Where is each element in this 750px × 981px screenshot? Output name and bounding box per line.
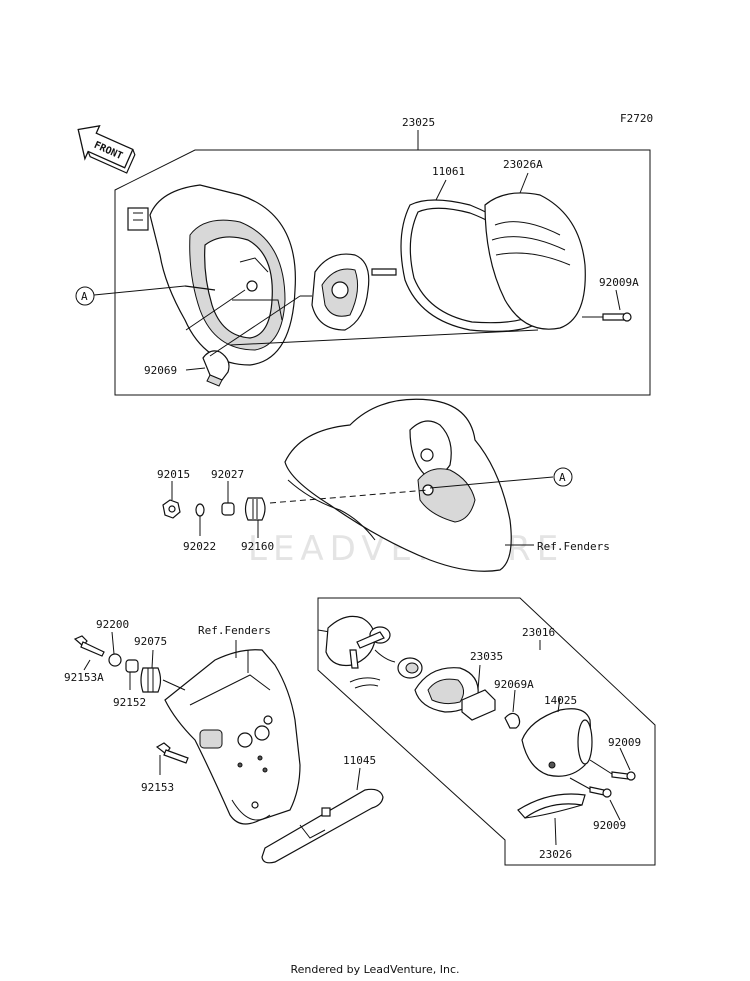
label-23016: 23016 (522, 626, 555, 639)
label-92009-upper: 92009 (608, 736, 641, 749)
label-23026a: 23026A (503, 158, 543, 171)
label-14025: 14025 (544, 694, 577, 707)
callout-a-top: A (75, 286, 95, 306)
label-92069: 92069 (144, 364, 177, 377)
footer-credit: Rendered by LeadVenture, Inc. (290, 963, 460, 976)
label-ref-fenders-2: Ref.Fenders (198, 624, 271, 637)
license-bracket-section (73, 631, 384, 864)
callout-a-top-letter: A (81, 290, 88, 303)
diagram-code: F2720 (620, 112, 653, 125)
license-lamp-assembly-23016 (317, 597, 656, 866)
tail-lamp-assembly-23025 (93, 130, 651, 396)
label-92075: 92075 (134, 635, 167, 648)
label-11061: 11061 (432, 165, 465, 178)
callout-a-middle-letter: A (559, 471, 566, 484)
label-92015: 92015 (157, 468, 190, 481)
label-92027: 92027 (211, 468, 244, 481)
label-92160: 92160 (241, 540, 274, 553)
label-92200: 92200 (96, 618, 129, 631)
label-92009a: 92009A (599, 276, 639, 289)
label-23035: 23035 (470, 650, 503, 663)
label-11045: 11045 (343, 754, 376, 767)
label-23025: 23025 (402, 116, 435, 129)
label-92022: 92022 (183, 540, 216, 553)
callout-a-middle: A (553, 467, 573, 487)
mount-hardware-middle (162, 481, 266, 538)
label-23026: 23026 (539, 848, 572, 861)
label-92153: 92153 (141, 781, 174, 794)
label-92069a: 92069A (494, 678, 534, 691)
front-arrow-icon: FRONT (77, 125, 136, 174)
label-92009-lower: 92009 (593, 819, 626, 832)
label-92152: 92152 (113, 696, 146, 709)
label-ref-fenders-1: Ref.Fenders (537, 540, 610, 553)
label-92153a: 92153A (64, 671, 104, 684)
rear-fender-section (269, 398, 554, 572)
